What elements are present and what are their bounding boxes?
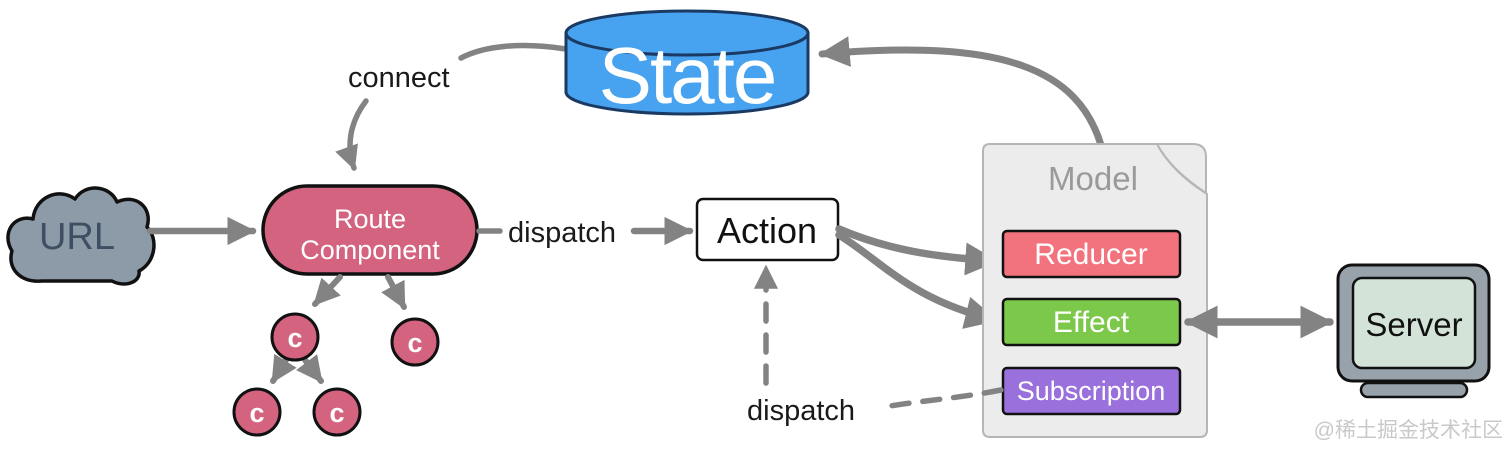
state-connect-line [458, 42, 569, 61]
subscription-dispatch-dashed-line [876, 387, 1004, 411]
model-to-state-arrow [818, 36, 1105, 149]
server-label: Server [1365, 306, 1462, 343]
dispatch-subscription-label: dispatch [747, 395, 855, 427]
subscription-label: Subscription [1017, 376, 1166, 406]
url-cloud [6, 186, 156, 286]
component-circle-label: c [407, 328, 422, 358]
route-to-child2-arrow [381, 274, 407, 310]
state-label: State [599, 31, 776, 120]
child1-to-child3-arrow [270, 353, 297, 384]
component-circle [312, 387, 362, 437]
reducer-node [1001, 229, 1182, 279]
url-label: URL [39, 216, 115, 258]
connect-to-route-arrow [335, 98, 369, 171]
model-label: Model [1048, 160, 1138, 197]
action-to-effect-arrow [835, 231, 999, 329]
component-circle-label: c [249, 398, 264, 428]
component-circle-label: c [287, 323, 302, 353]
component-circle-label: c [329, 398, 344, 428]
route-to-child1-arrow [312, 274, 343, 307]
server-stand [1359, 381, 1469, 399]
model-fold-corner [1156, 143, 1207, 194]
child1-to-child4-arrow [296, 354, 324, 384]
server-screen [1351, 276, 1477, 370]
component-circle [270, 312, 320, 362]
route-component-label-line2: Component [300, 235, 440, 265]
route-component-label-line1: Route [334, 204, 406, 234]
component-circle [390, 317, 440, 367]
action-to-reducer-arrow [835, 225, 999, 276]
effect-label: Effect [1053, 306, 1130, 339]
action-label: Action [717, 210, 817, 251]
connect-label: connect [348, 62, 450, 94]
component-circle [232, 387, 282, 437]
watermark: @稀土掘金技术社区 [1314, 419, 1503, 442]
dispatch-label: dispatch [508, 217, 616, 249]
state-cylinder-top [564, 9, 810, 57]
effect-node [1001, 297, 1182, 347]
reducer-label: Reducer [1034, 238, 1147, 271]
